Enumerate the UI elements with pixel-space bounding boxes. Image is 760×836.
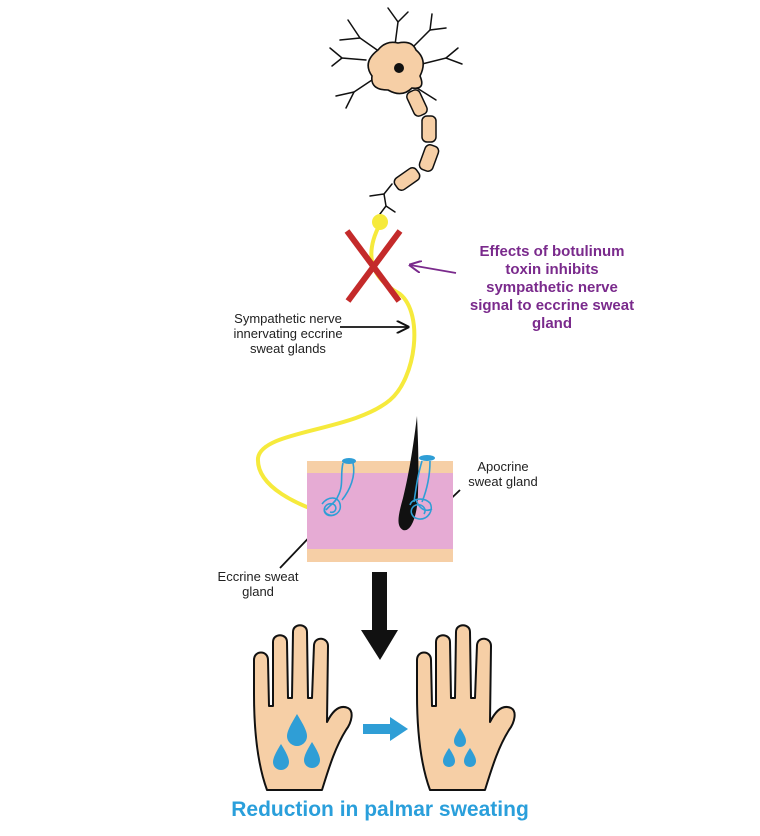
dendrites [329,7,463,109]
epidermis-layer [307,461,453,473]
nucleus [394,63,404,73]
botulinum-effect-label: Effects of botulinum toxin inhibits symp… [469,243,635,332]
hypodermis-layer [307,549,453,562]
apocrine-gland-label: Apocrine sweat gland [468,459,538,489]
apocrine-sweat-gland [409,455,435,520]
hand-after [416,624,516,791]
reduction-arrow [363,717,408,741]
hand-before [253,624,353,791]
eccrine-gland-label: Eccrine sweat gland [217,569,299,599]
neuron [329,7,463,215]
diagram-title: Reduction in palmar sweating [231,798,529,821]
down-arrow [361,572,398,660]
eccrine-sweat-gland [321,458,356,517]
dermis-layer [307,473,453,549]
small-sweat-drops [443,728,476,767]
block-cross-icon [344,229,403,303]
axon-terminal-branches [369,183,396,215]
skin-section [307,416,453,562]
large-sweat-drops [273,714,320,770]
nerve-terminal-bulb [372,214,388,230]
effect-arrow [410,265,457,274]
myelinated-axon [393,89,440,191]
sympathetic-nerve-label: Sympathetic nerve innervating eccrine sw… [233,311,343,356]
